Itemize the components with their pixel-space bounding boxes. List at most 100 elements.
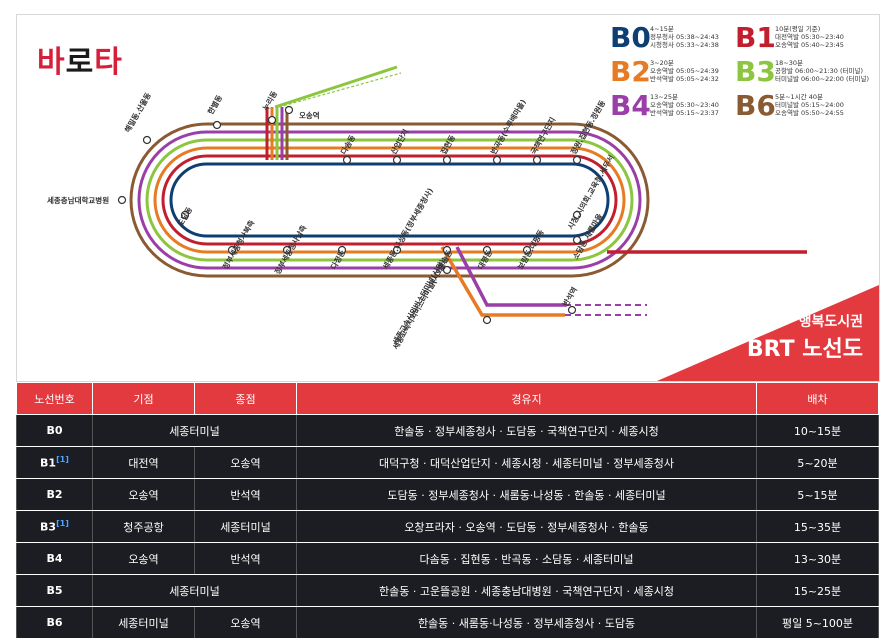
station-dot [572, 155, 582, 165]
station-dot [522, 245, 532, 255]
end-stop: 반석역 [194, 478, 297, 511]
via-stops: 대덕구청 · 대덕산업단지 · 세종시청 · 세종터미널 · 정부세종청사 [296, 446, 757, 479]
station-dot [212, 120, 222, 130]
station-dot [142, 135, 152, 145]
legend-line: 오송역발 05:30~23:40 [650, 101, 719, 109]
station-dot [492, 155, 502, 165]
station-dot [567, 305, 577, 315]
header-interval: 배차 [756, 382, 879, 415]
end-stop: 세종터미널 [194, 510, 297, 543]
legend-line: 3~20분 [650, 59, 674, 67]
route-number: B3[1] [16, 510, 93, 543]
station-dots [117, 105, 582, 325]
station-label: 세종동.나성동(정부세종청사) [380, 186, 435, 271]
station-dot [227, 245, 237, 255]
end-stop: 오송역 [194, 606, 297, 639]
barota-logo: 바로타 [37, 45, 123, 80]
station-dot [442, 155, 452, 165]
route-number: B6 [16, 606, 93, 639]
start-stop: 세종터미널 [92, 606, 195, 639]
legend-code: B4 [610, 89, 651, 122]
legend-line: 13~25분 [650, 93, 678, 101]
footnote-link[interactable]: [1] [56, 455, 69, 465]
legend-line: 18~30분 [775, 59, 803, 67]
start-stop: 세종터미널 [92, 574, 297, 607]
loop-line [145, 138, 634, 262]
loop-line [161, 154, 618, 246]
route-code: B6 [46, 616, 63, 629]
via-stops: 오창프라자 · 오송역 · 도담동 · 정부세종청사 · 한솔동 [296, 510, 757, 543]
loop-line [129, 122, 650, 278]
interval: 평일 5~100분 [756, 606, 879, 639]
route-number: B5 [16, 574, 93, 607]
start-stop: 오송역 [92, 542, 195, 575]
legend-line: 5분~1시간 40분 [775, 93, 823, 101]
route-code: B5 [46, 584, 63, 597]
legend-line: 터미널발 06:00~22:00 (터미널) [775, 75, 869, 83]
table-body: B0 세종터미널 한솔동 · 정부세종청사 · 도담동 · 국책연구단지 · 세종시… [16, 414, 879, 639]
station-dot [392, 155, 402, 165]
map-title: 행복도시권 BRT 노선도 [747, 311, 863, 363]
station-dot [392, 245, 402, 255]
north-branch [274, 65, 402, 109]
station-dot [442, 245, 452, 255]
legend-line: 10분(평일 기준) [775, 25, 821, 33]
map-title-main: BRT 노선도 [746, 337, 863, 362]
station-label: 국책연구단지 [528, 115, 557, 156]
station-dot [482, 245, 492, 255]
header-end: 종점 [194, 382, 297, 415]
interval: 5~20분 [756, 446, 879, 479]
legend-line: 터미널발 05:15~24:00 [775, 101, 844, 109]
station-label: 다솜동 [338, 133, 357, 156]
footnote-link[interactable]: [1] [56, 519, 69, 529]
station-dot [482, 315, 492, 325]
station-dot [267, 115, 277, 125]
legend-line: 오송역발 05:50~24:55 [775, 109, 844, 117]
legend-code: B1 [735, 21, 776, 54]
table-header-row: 노선번호 기점 종점 경유지 배차 [16, 382, 879, 415]
station-label: 보람동.대평동 [515, 228, 546, 271]
station-dot [284, 105, 294, 115]
end-stop: 오송역 [194, 446, 297, 479]
legend-code: B3 [735, 55, 776, 88]
station-dot [117, 195, 127, 205]
south-branch [440, 246, 647, 317]
end-stop: 반석역 [194, 542, 297, 575]
start-stop: 오송역 [92, 478, 195, 511]
header-route: 노선번호 [16, 382, 93, 415]
interval: 15~25분 [756, 574, 879, 607]
legend-line: 반석역발 05:05~24:32 [650, 75, 719, 83]
header-start: 기점 [92, 382, 195, 415]
loop-line [137, 130, 642, 270]
start-stop: 청주공항 [92, 510, 195, 543]
route-code: B3 [40, 520, 57, 534]
legend-code: B2 [610, 55, 651, 88]
loop-line [153, 146, 626, 254]
legend-line: 오송역발 05:40~23:45 [775, 41, 844, 49]
route-number: B0 [16, 414, 93, 447]
station-dot [532, 155, 542, 165]
legend-line: 오송역발 05:05~24:39 [650, 67, 719, 75]
legend-code: B0 [610, 21, 651, 54]
legend-line: 대전역발 05:30~23:40 [775, 33, 844, 41]
legend-line: 정부청사 05:38~24:43 [650, 33, 719, 41]
via-stops: 한솔동 · 정부세종청사 · 도담동 · 국책연구단지 · 세종시청 [296, 414, 757, 447]
station-label: 한별동 [205, 93, 224, 116]
via-stops: 한솔동 · 새롬동·나성동 · 정부세종청사 · 도담동 [296, 606, 757, 639]
via-stops: 도담동 · 정부세종청사 · 새롬동·나성동 · 한솔동 · 세종터미널 [296, 478, 757, 511]
interval: 10~15분 [756, 414, 879, 447]
start-stop: 대전역 [92, 446, 195, 479]
